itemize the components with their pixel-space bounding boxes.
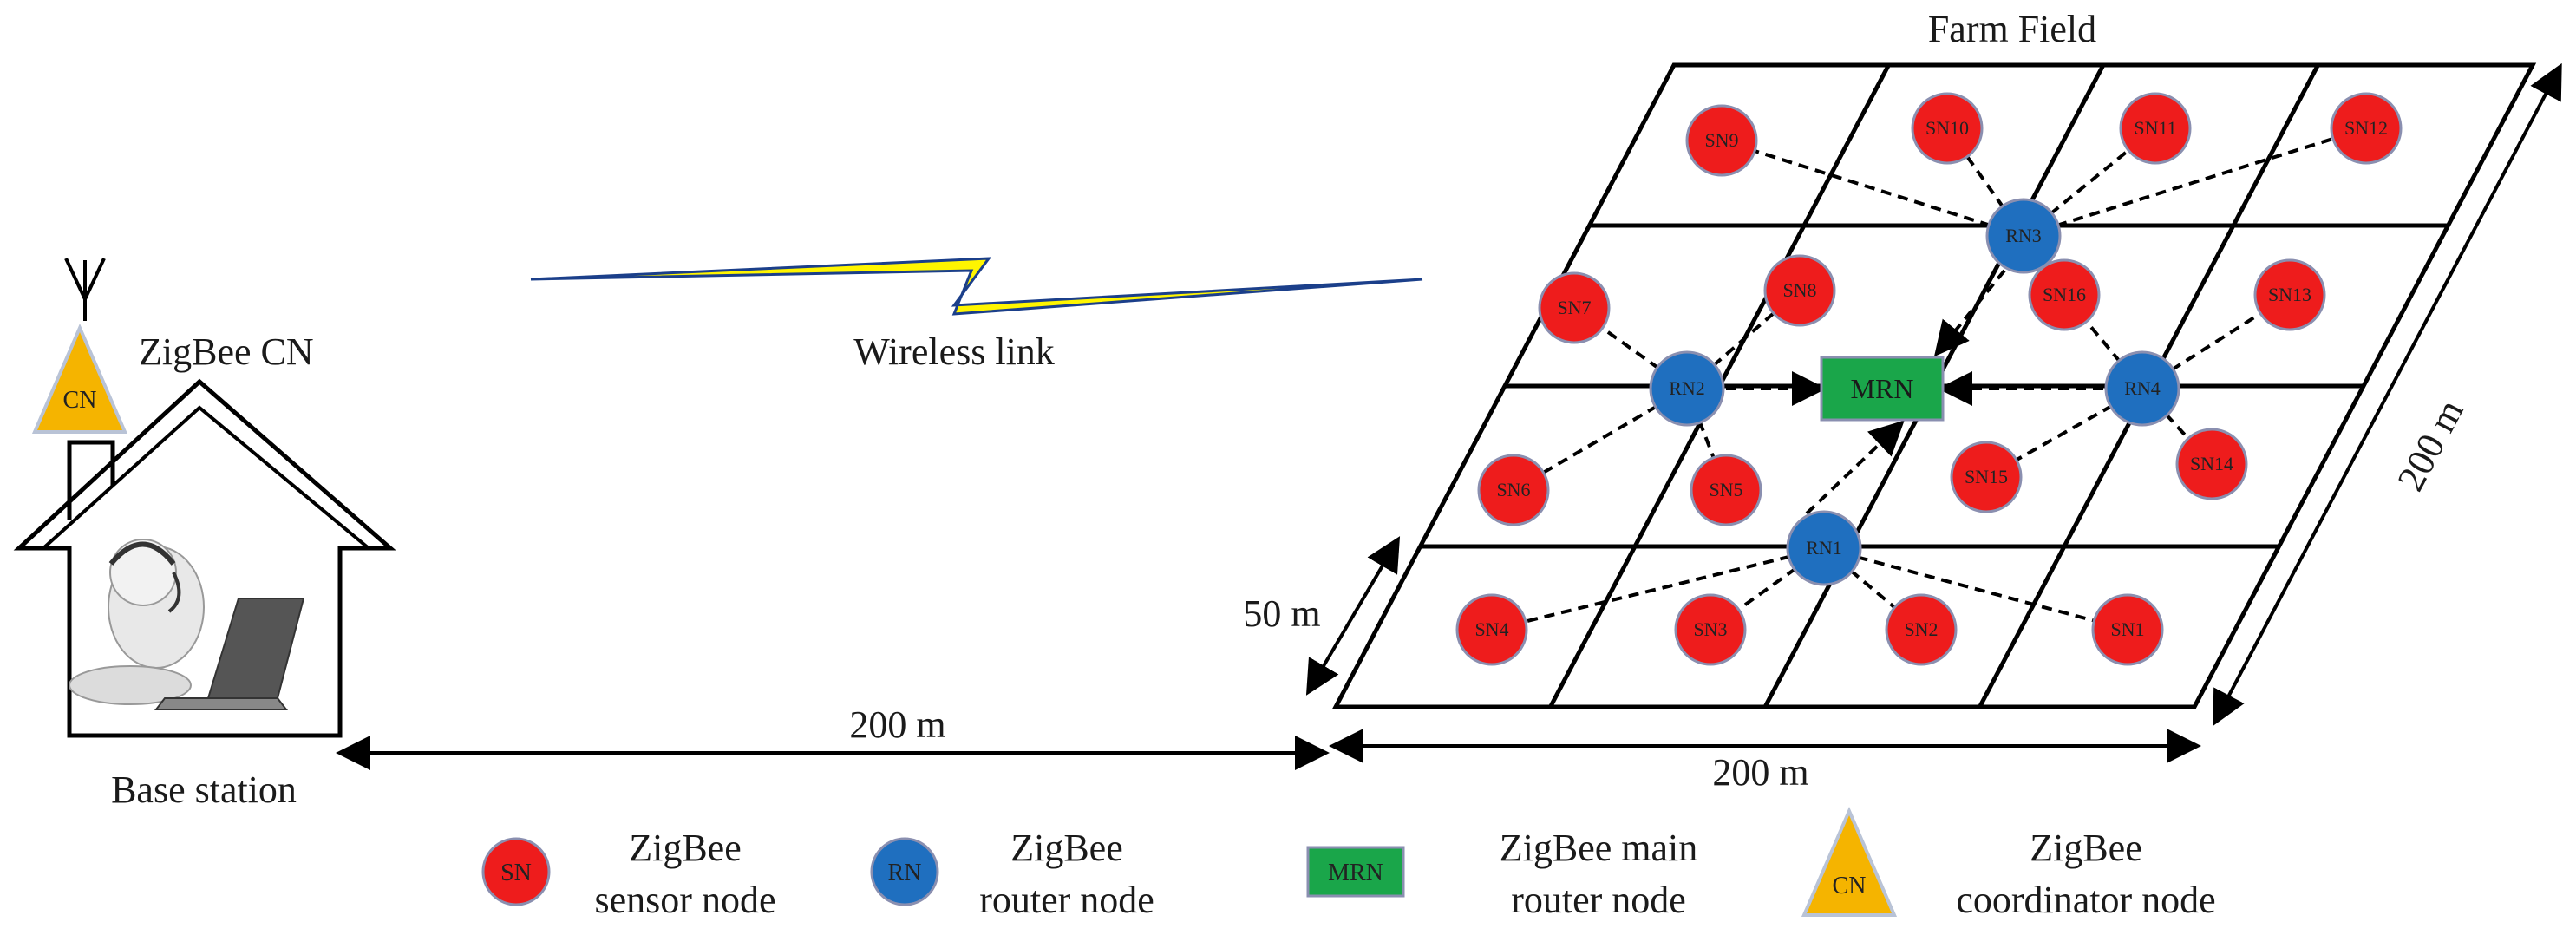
- legend-item-coordinator: CN ZigBee coordinator node: [1801, 806, 2216, 921]
- legend-sensor-line1: ZigBee: [629, 827, 742, 869]
- legend-mrn-line1: ZigBee main: [1500, 827, 1698, 869]
- sensor-node-label: SN2: [1904, 618, 1938, 640]
- legend-item-mrn: MRN ZigBee main router node: [1306, 827, 1698, 921]
- router-node-label: RN1: [1806, 537, 1842, 559]
- person-at-laptop-icon: [69, 539, 305, 710]
- rn1-to-mrn-link: [1805, 420, 1905, 515]
- sensor-node: [1455, 593, 1528, 666]
- field-depth-arrow: [2213, 62, 2562, 727]
- legend-sensor-badge-label: SN: [500, 860, 532, 886]
- cell-size-label: 50 m: [1243, 592, 1320, 635]
- coordinator-node: CN: [31, 323, 128, 434]
- wireless-link-label: Wireless link: [853, 330, 1055, 373]
- sensor-node-label: SN13: [2268, 284, 2311, 305]
- sensor-node-label: SN14: [2190, 453, 2233, 474]
- sensor-link: [1721, 139, 2024, 238]
- sensor-node-label: SN11: [2134, 117, 2176, 139]
- sensor-node: [1911, 92, 1984, 165]
- sensor-node: [1538, 271, 1611, 344]
- field-depth-label: 200 m: [2389, 393, 2471, 498]
- main-router-node-label: MRN: [1851, 373, 1914, 404]
- sensor-node-label: SN9: [1704, 129, 1738, 151]
- legend-mrn-badge: [1306, 846, 1405, 898]
- sensor-node: [1885, 593, 1958, 666]
- antenna-icon: [64, 258, 106, 321]
- router-node: [2104, 350, 2180, 427]
- sensor-node: [2028, 258, 2101, 331]
- cn-badge-label: CN: [63, 387, 97, 414]
- base-station: CN ZigBee CN Base station: [13, 258, 396, 811]
- legend-coordinator-line2: coordinator node: [1956, 879, 2215, 921]
- legend-mrn-badge-label: MRN: [1328, 860, 1383, 886]
- legend-sensor-badge: [481, 837, 551, 906]
- legend-router-badge-label: RN: [888, 860, 922, 886]
- rn3-to-mrn-link: [1933, 269, 2006, 357]
- sensor-node-label: SN1: [2110, 618, 2144, 640]
- router-node: [1786, 510, 1862, 586]
- base-to-field-dimension: 200 m: [336, 703, 1330, 770]
- cell-size-arrow: [1305, 536, 1401, 696]
- sensor-node: [2253, 258, 2326, 331]
- legend-sensor-line2: sensor node: [595, 879, 776, 921]
- base-station-label: Base station: [111, 768, 297, 811]
- sensor-node: [2091, 593, 2164, 666]
- wireless-link: Wireless link: [530, 257, 1423, 373]
- farm-field-title: Farm Field: [1928, 8, 2096, 50]
- router-node-label: RN2: [1669, 377, 1705, 399]
- legend-item-sensor: SN ZigBee sensor node: [481, 827, 776, 921]
- wireless-link-bolt: [530, 257, 1423, 316]
- main-router-node: [1820, 356, 1945, 422]
- sensor-link: [1985, 387, 2143, 479]
- sensor-node: [2330, 92, 2403, 165]
- legend-router-line2: router node: [979, 879, 1154, 921]
- sensor-node-label: SN10: [1925, 117, 1969, 139]
- legend-router-line1: ZigBee: [1010, 827, 1123, 869]
- router-node-label: RN4: [2124, 377, 2161, 399]
- sensor-node-label: SN16: [2043, 284, 2086, 305]
- legend-coordinator-line1: ZigBee: [2030, 827, 2142, 869]
- sensor-node-label: SN15: [1965, 466, 2008, 487]
- sensor-node-label: SN6: [1496, 479, 1530, 500]
- field-dimensions: 200 m 200 m 50 m: [1243, 62, 2562, 794]
- legend-coordinator-badge-label: CN: [1833, 873, 1867, 899]
- legend-item-router: RN ZigBee router node: [870, 827, 1154, 921]
- sensor-node-label: SN4: [1474, 618, 1508, 640]
- legend: SN ZigBee sensor node RN ZigBee router n…: [481, 806, 2216, 921]
- sensor-node-label: SN8: [1782, 279, 1816, 301]
- router-node: [1649, 350, 1725, 427]
- sensor-node-label: SN12: [2344, 117, 2388, 139]
- sensor-node: [1950, 441, 2023, 513]
- cn-label: ZigBee CN: [139, 330, 314, 373]
- sensor-node-label: SN3: [1693, 618, 1727, 640]
- base-to-field-label: 200 m: [849, 703, 945, 746]
- sensor-link: [1491, 546, 1825, 631]
- sensor-node: [2175, 428, 2248, 500]
- sensor-node-label: SN5: [1709, 479, 1742, 500]
- legend-coordinator-badge: [1801, 806, 1898, 917]
- house-icon: [13, 378, 396, 738]
- sensor-node: [1477, 454, 1550, 526]
- sensor-node: [2119, 92, 2192, 165]
- sensor-link: [1823, 546, 2128, 631]
- node-layer: SN1 SN2 SN3 SN4 SN5 SN6 SN7 SN8 SN9 SN10 SN11 SN12S…: [1455, 92, 2403, 666]
- sensor-node-label: SN7: [1557, 297, 1591, 318]
- sensor-node: [1674, 593, 1747, 666]
- sensor-node: [1685, 104, 1758, 177]
- legend-mrn-line2: router node: [1511, 879, 1686, 921]
- sensor-node: [1763, 254, 1836, 327]
- router-node-label: RN3: [2005, 225, 2042, 246]
- sensor-node: [1690, 454, 1762, 526]
- field-width-label: 200 m: [1712, 751, 1808, 794]
- sensor-link: [2023, 127, 2367, 238]
- router-node: [1985, 198, 2062, 274]
- legend-router-badge: [870, 837, 939, 906]
